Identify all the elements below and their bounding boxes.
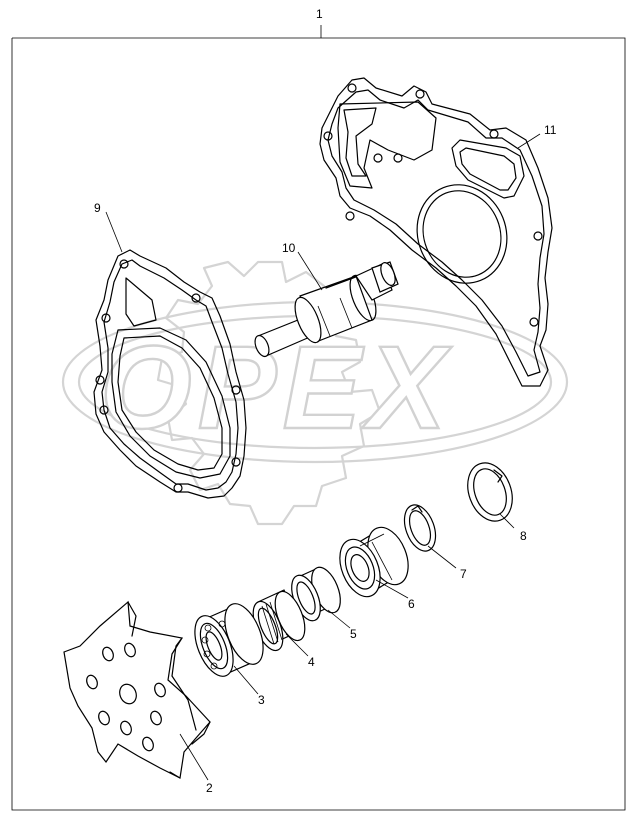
watermark-gear (156, 260, 382, 526)
part-3-ball-bearing (194, 603, 264, 677)
watermark-logo: OPEX (61, 260, 569, 526)
part-7-retaining-ring (403, 504, 437, 552)
part-6-seal (339, 526, 409, 598)
callout-2: 2 (206, 781, 213, 795)
part-4-needle-bearing (252, 589, 306, 652)
callout-9: 9 (94, 201, 101, 215)
part-9-gasket (93, 249, 247, 499)
callout-10: 10 (282, 241, 296, 255)
part-5-ring-seal (291, 566, 341, 622)
callout-6: 6 (408, 597, 415, 611)
callout-3: 3 (258, 693, 265, 707)
part-10-shaft (254, 261, 399, 358)
callout-7: 7 (460, 567, 467, 581)
callouts: 1 11 9 10 8 7 6 5 4 3 2 (94, 7, 557, 795)
callout-5: 5 (350, 627, 357, 641)
callout-1: 1 (316, 7, 323, 21)
kit-bracket (11, 25, 626, 811)
callout-4: 4 (308, 655, 315, 669)
callout-8: 8 (520, 529, 527, 543)
leader-lines (105, 133, 541, 781)
part-8-snap-ring (467, 462, 513, 522)
part-2-impeller (63, 600, 211, 779)
callout-11: 11 (544, 123, 557, 137)
part-11-gasket-plate (319, 77, 553, 387)
watermark-text: OPEX (100, 322, 452, 454)
